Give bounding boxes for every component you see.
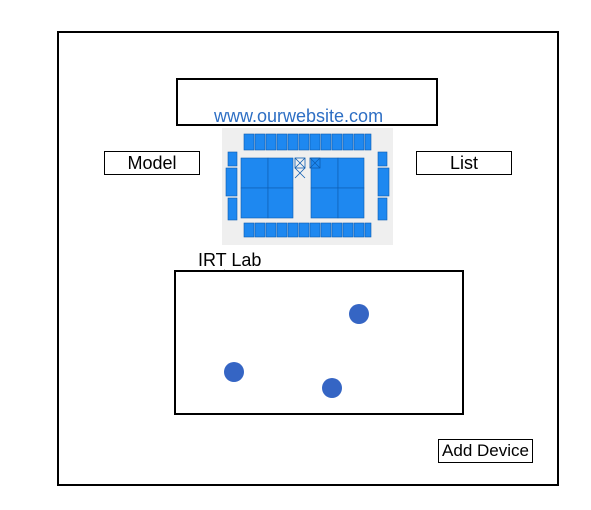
website-header-box (176, 78, 438, 126)
app-frame (57, 31, 559, 486)
list-button[interactable]: List (416, 151, 512, 175)
add-device-button[interactable]: Add Device (438, 439, 533, 463)
website-url[interactable]: www.ourwebsite.com (214, 106, 384, 126)
device-marker-1[interactable] (349, 304, 369, 324)
floorplan-thumbnail[interactable] (222, 128, 393, 245)
floorplan-icon (225, 133, 390, 238)
lab-name-label: IRT Lab (198, 250, 262, 270)
model-button[interactable]: Model (104, 151, 200, 175)
device-marker-3[interactable] (322, 378, 342, 398)
lab-device-area[interactable] (174, 270, 464, 415)
device-marker-2[interactable] (224, 362, 244, 382)
